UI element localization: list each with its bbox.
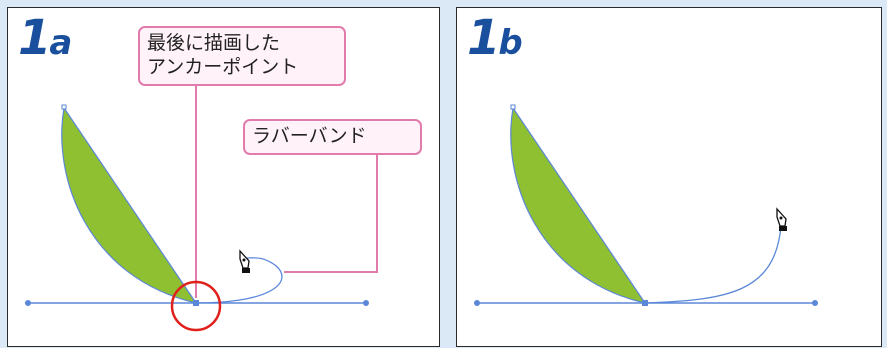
panel-1b: 1b [456,7,882,347]
anchor-point [642,300,648,306]
start-anchor-point [61,104,67,110]
callout-last-anchor: 最後に描画した アンカーポイント [138,26,346,86]
panel-label-number: 1 [18,10,51,66]
callout-rubber-band: ラバーバンド [243,119,422,155]
highlight-circle [170,280,222,332]
callout-rubber-band-text: ラバーバンド [252,125,367,147]
filled-shape [510,106,647,304]
drawing-canvas-1a [25,80,378,332]
last-anchor-point [193,300,199,306]
panel-label-letter: a [49,23,73,63]
panel-1a: 1a 最後に描画した アンカーポイント ラバーバンド [7,7,440,347]
drawn-curve-path [644,225,782,304]
panel-label-letter: b [498,23,523,63]
handle-point-left [25,300,31,306]
handle-point-right [363,300,369,306]
pen-tool-cursor-icon [239,249,250,273]
handle-point-right [812,300,818,306]
panel-label-1b: 1b [467,14,523,62]
callout-last-anchor-line2: アンカーポイント [147,56,299,78]
drawing-canvas-1b [474,104,818,306]
rubber-band-path [195,257,283,304]
callout-last-anchor-line1: 最後に描画した [147,32,281,54]
pen-tool-cursor-icon [776,207,787,231]
filled-shape [61,106,198,304]
start-anchor-point [510,104,516,110]
panel-label-number: 1 [467,10,500,66]
handle-point-left [474,300,480,306]
leader-line-rubber [284,147,378,273]
panel-label-1a: 1a [18,14,72,62]
